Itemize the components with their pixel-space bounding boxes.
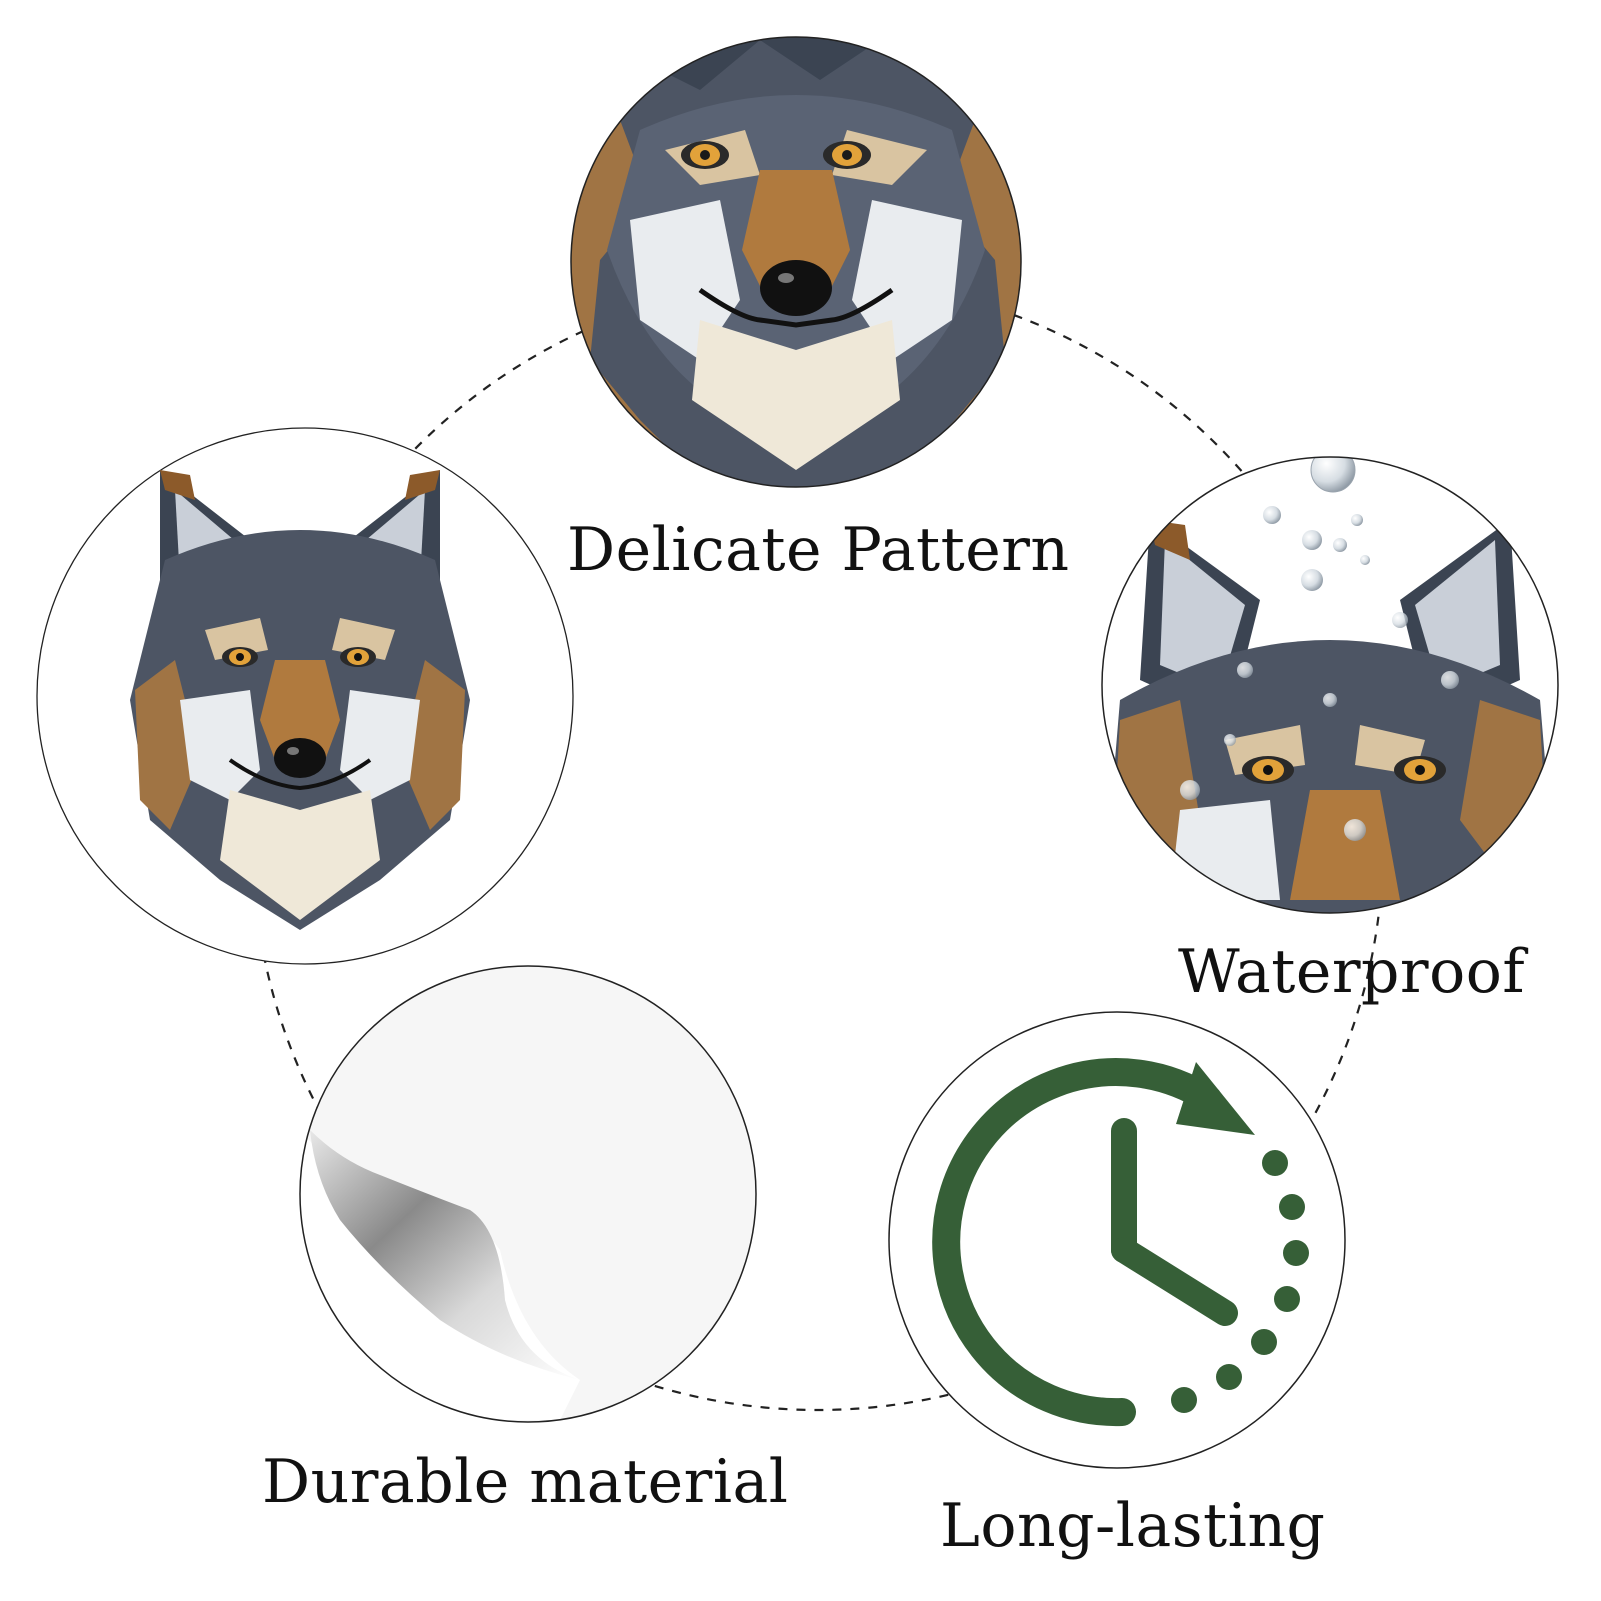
label-waterproof: Waterproof — [1178, 937, 1526, 1007]
wolf-head-sticker — [36, 427, 574, 965]
clock-icon — [932, 1058, 1238, 1427]
durable-material-sticker — [299, 965, 757, 1423]
label-delicate-pattern: Delicate Pattern — [567, 515, 1070, 585]
label-durable-material: Durable material — [262, 1447, 789, 1517]
waterproof-sticker — [1101, 456, 1559, 914]
label-long-lasting: Long-lasting — [940, 1491, 1326, 1561]
clock-arrow-head — [1176, 1062, 1255, 1135]
water-drop-icon — [1180, 457, 1459, 841]
delicate-pattern-sticker — [570, 36, 1022, 488]
clock-dots — [1171, 1150, 1309, 1413]
peel-corner-icon — [300, 1130, 580, 1420]
long-lasting-sticker — [888, 1011, 1346, 1469]
wolf-head-icon — [130, 470, 470, 930]
